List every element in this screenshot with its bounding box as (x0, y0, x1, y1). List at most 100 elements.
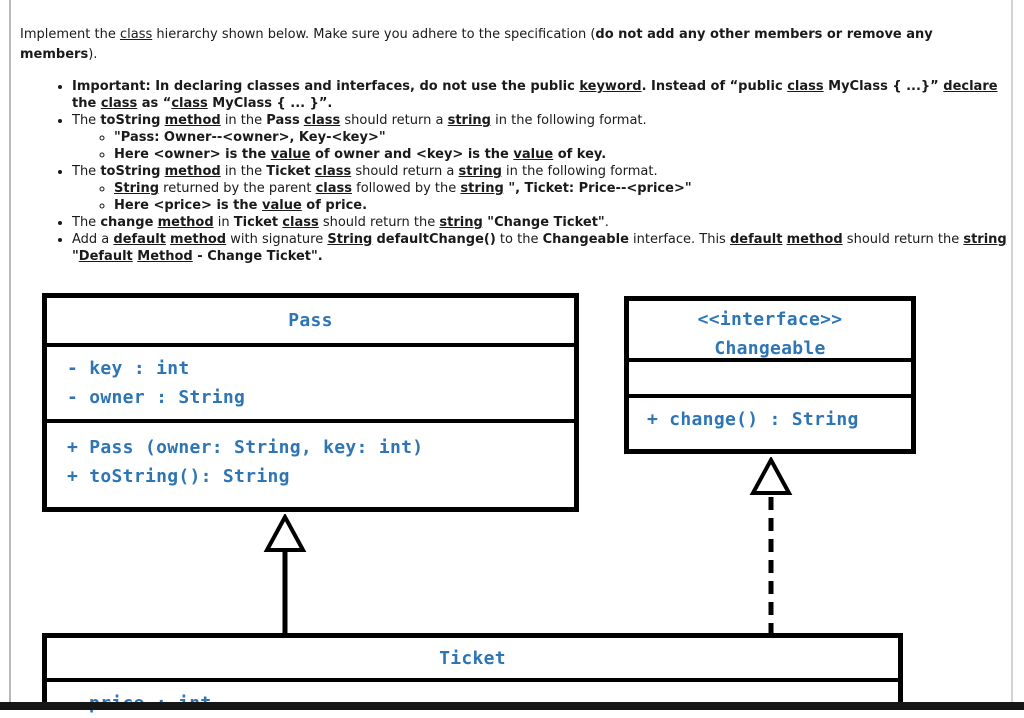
sub-bullet-item: Here <price> is the value of price. (114, 197, 1010, 214)
text-run: String (114, 181, 160, 196)
text-run: "Pass: Owner--<owner>, Key-<key>" (114, 130, 386, 145)
text-run: - Change Ticket". (192, 249, 323, 264)
text-run: Ticket (233, 215, 279, 230)
text-run: value (270, 147, 311, 162)
sub-bullet-item: Here <owner> is the value of owner and <… (114, 146, 1010, 163)
text-run: method (170, 232, 227, 247)
sub-bullet-item: "Pass: Owner--<owner>, Key-<key>" (114, 129, 1010, 146)
interface-stereotype: <<interface>> (697, 309, 843, 330)
text-run: class (100, 96, 138, 111)
text-run: value (513, 147, 554, 162)
text-run: method (786, 232, 843, 247)
text-run: in the (220, 113, 267, 128)
bottom-edge-bar (0, 702, 1024, 710)
text-run: Add a (72, 232, 114, 247)
pass-fields-compartment: - key : int- owner : String (47, 347, 574, 423)
text-run: string (460, 181, 504, 196)
pass-methods-compartment: + Pass (owner: String, key: int) + toStri… (47, 423, 574, 498)
realization-arrow-icon (749, 457, 793, 635)
text-run: . Instead of “public (641, 79, 788, 94)
ticket-class-name: Ticket (47, 638, 898, 682)
text-run: declare (943, 79, 998, 94)
text-run: to the (495, 232, 543, 247)
changeable-fields-compartment (629, 362, 911, 398)
inheritance-arrow-icon (263, 514, 307, 636)
text-run: The (72, 113, 101, 128)
uml-class-ticket: Ticket price : int (42, 633, 903, 714)
text-run: Changeable (542, 232, 629, 247)
pass-class-name: Pass (47, 298, 574, 347)
text-run: keyword (579, 79, 642, 94)
text-run: class (314, 164, 352, 179)
changeable-title-compartment: <<interface>> Changeable (629, 301, 911, 362)
text-run: class (787, 79, 824, 94)
text-run: change (100, 215, 154, 230)
text-run: in the following format. (501, 164, 658, 179)
uml-member: + change() : String (647, 408, 859, 430)
text-run: in (213, 215, 234, 230)
text-run: of price. (301, 198, 368, 213)
text-run: Method (137, 249, 193, 264)
text-run: class (171, 96, 208, 111)
text-run: Ticket (266, 164, 311, 179)
text-run: method (164, 164, 221, 179)
text-run: Here <price> is the (114, 198, 262, 213)
text-run: defaultChange() (376, 232, 496, 247)
bullet-item: The toString method in the Ticket class … (72, 163, 1010, 214)
text-run: do not add any other members or remove a… (20, 27, 933, 62)
text-run: followed by the (352, 181, 461, 196)
text-run: Default (78, 249, 133, 264)
changeable-methods-compartment: + change() : String (629, 398, 911, 441)
bullet-item: Add a default method with signature Stri… (72, 231, 1010, 265)
right-page-rule (1011, 0, 1013, 702)
left-page-rule (9, 0, 11, 702)
text-run: toString (100, 164, 161, 179)
text-run: ). (88, 47, 98, 62)
text-run: default (729, 232, 783, 247)
sub-bullet-list: "Pass: Owner--<owner>, Key-<key>"Here <o… (72, 129, 1010, 163)
text-run: should return the (318, 215, 440, 230)
bullet-item: The toString method in the Pass class sh… (72, 112, 1010, 163)
text-run: hierarchy shown below. Make sure you adh… (152, 27, 596, 42)
text-run: Implement the (20, 27, 120, 42)
text-run: of key. (553, 147, 607, 162)
text-run: class (282, 215, 319, 230)
text-run: class (303, 113, 341, 128)
text-run: method (164, 113, 221, 128)
text-run: with signature (226, 232, 328, 247)
intro-paragraph: Implement the class hierarchy shown belo… (20, 25, 1010, 65)
text-run: interface. This (628, 232, 730, 247)
text-run: string (458, 164, 502, 179)
text-run: in the following format. (491, 113, 647, 128)
text-run: method (157, 215, 214, 230)
text-run: of owner and <key> is the (310, 147, 514, 162)
text-run: in the (220, 164, 267, 179)
text-run: "Change Ticket" (482, 215, 605, 230)
text-run: string (447, 113, 491, 128)
changeable-interface-name: Changeable (714, 338, 826, 359)
text-run: should return a (340, 113, 448, 128)
bullet-item: The change method in Ticket class should… (72, 214, 1010, 231)
text-run: returned by the parent (159, 181, 316, 196)
uml-interface-changeable: <<interface>> Changeable + change() : St… (624, 296, 916, 454)
uml-member: - owner : String (67, 387, 246, 408)
text-run: The (72, 215, 101, 230)
bullet-item: Important: In declaring classes and inte… (72, 78, 1010, 112)
uml-class-pass: Pass - key : int- owner : String + Pass … (42, 293, 579, 512)
assignment-text: Implement the class hierarchy shown belo… (0, 0, 1024, 265)
text-run: toString (100, 113, 161, 128)
ticket-fields-compartment: price : int (47, 682, 898, 718)
text-run: Pass (266, 113, 300, 128)
text-run: . (604, 215, 609, 230)
text-run: string (963, 232, 1007, 247)
text-run: the (72, 96, 101, 111)
text-run: MyClass { ...}” (823, 79, 944, 94)
uml-member: + toString(): String (67, 466, 290, 487)
text-run: String (327, 232, 373, 247)
text-run: ", Ticket: Price--<price>" (503, 181, 692, 196)
text-run: string (439, 215, 483, 230)
text-run: MyClass { ... }”. (207, 96, 333, 111)
uml-member: + Pass (owner: String, key: int) (67, 437, 424, 458)
text-run: Important: In declaring classes and inte… (72, 79, 580, 94)
